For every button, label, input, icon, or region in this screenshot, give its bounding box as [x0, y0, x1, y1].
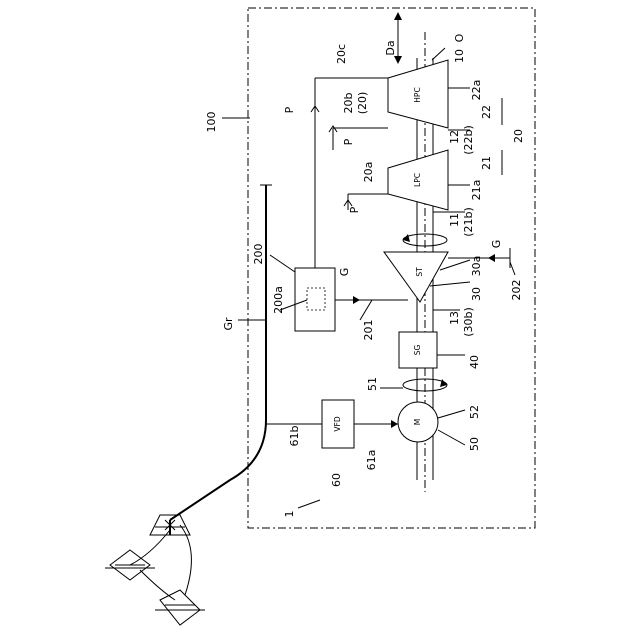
ref-11: 11 — [448, 213, 461, 227]
ref-61b: 61b — [288, 425, 301, 446]
leader-202 — [510, 262, 515, 275]
ref-22a: 22a — [470, 80, 483, 101]
ref-30: 30 — [470, 287, 483, 301]
leader-30 — [430, 282, 470, 286]
ref-21a: 21a — [470, 180, 483, 201]
ref-g-right: G — [490, 240, 503, 249]
leader-50 — [438, 430, 465, 445]
arrow-61a — [391, 420, 398, 428]
ref-200a: 200a — [272, 286, 285, 314]
ref-20c: 20c — [335, 44, 348, 64]
label-motor: M — [413, 419, 422, 425]
ref-20: 20 — [512, 129, 525, 143]
ref-22b: (22b) — [462, 125, 475, 155]
ref-21b: (21b) — [462, 207, 475, 237]
ref-20b: 20b — [342, 92, 355, 113]
transmission-towers — [105, 515, 205, 625]
ref-50: 50 — [468, 437, 481, 451]
label-hpc: HPC — [413, 87, 422, 102]
ref-22: 22 — [480, 105, 493, 119]
label-sg: SG — [413, 345, 422, 356]
ref-30a: 30a — [470, 256, 483, 277]
ref-40: 40 — [468, 355, 481, 369]
label-st: ST — [415, 267, 424, 277]
ref-202: 202 — [510, 280, 523, 301]
ref-10: 10 — [453, 49, 466, 63]
ref-51: 51 — [366, 377, 379, 391]
ref-p3: P — [348, 206, 361, 213]
ref-60: 60 — [330, 473, 343, 487]
ref-20a: 20a — [362, 162, 375, 183]
ref-p1: P — [283, 106, 296, 113]
ref-p2: P — [342, 138, 355, 145]
ref-1: 1 — [283, 511, 296, 518]
leader-1 — [298, 500, 320, 508]
controller-200 — [295, 268, 335, 331]
axis-arrow-head-bottom — [394, 56, 402, 64]
ref-g-left: G — [338, 268, 351, 277]
ref-12: 12 — [448, 130, 461, 144]
ref-61a: 61a — [365, 450, 378, 471]
label-vfd: VFD — [333, 416, 342, 431]
axis-arrow-head-top — [394, 12, 402, 20]
label-lpc: LPC — [413, 173, 422, 187]
ref-da: Da — [384, 40, 397, 55]
ref-20b-paren: (20) — [356, 92, 369, 115]
g-arrow-201 — [353, 296, 360, 304]
ref-201: 201 — [362, 320, 375, 341]
leader-30a — [440, 260, 470, 270]
g-arrow-202 — [488, 254, 495, 262]
ref-o: O — [453, 33, 466, 42]
ref-21: 21 — [480, 156, 493, 170]
leader-52 — [438, 410, 465, 418]
ref-30b: (30b) — [462, 307, 475, 337]
ref-13: 13 — [448, 311, 461, 325]
ref-100: 100 — [205, 112, 218, 133]
grid-curve — [170, 420, 266, 520]
leader-201 — [360, 300, 372, 320]
ref-gr: Gr — [222, 317, 235, 331]
ref-52: 52 — [468, 405, 481, 419]
leader-200 — [270, 255, 295, 272]
leader-10 — [432, 48, 445, 60]
ref-200: 200 — [252, 244, 265, 265]
